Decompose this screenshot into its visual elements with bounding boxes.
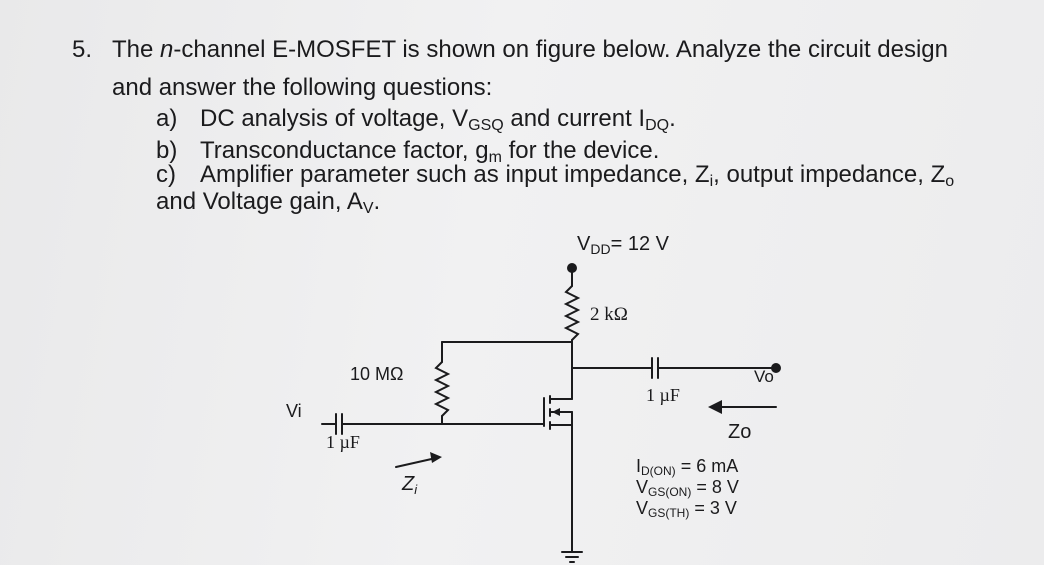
- vo-terminal: [771, 363, 781, 373]
- zi-arrow: [395, 457, 437, 468]
- question-item-c-line2: and Voltage gain, AV.: [156, 188, 381, 217]
- zo-label: Zo: [728, 421, 751, 443]
- vi-label: Vi: [286, 401, 302, 421]
- drain-resistor-label: 2 kΩ: [590, 304, 628, 325]
- question-intro: The n-channel E-MOSFET is shown on figur…: [112, 36, 948, 63]
- vo-label: Vo: [754, 367, 774, 386]
- question-intro-line2: and answer the following questions:: [112, 74, 493, 101]
- question-item-b: b)Transconductance factor, gm for the de…: [156, 137, 660, 166]
- output-capacitor-label: 1 µF: [646, 385, 680, 405]
- spec-vgs-on: VGS(ON) = 8 V: [636, 477, 739, 499]
- input-capacitor-label: 1 µF: [326, 432, 360, 452]
- spec-id-on: ID(ON) = 6 mA: [636, 456, 738, 478]
- vdd-label: VDD= 12 V: [577, 233, 670, 257]
- gate-resistor: [433, 361, 451, 417]
- question-number: 5.: [72, 36, 93, 63]
- question-item-a: a)DC analysis of voltage, VGSQ and curre…: [156, 105, 676, 134]
- gate-resistor-label: 10 MΩ: [350, 364, 403, 384]
- question-item-c: c)Amplifier parameter such as input impe…: [156, 161, 955, 190]
- spec-vgs-th: VGS(TH) = 3 V: [636, 498, 737, 520]
- mosfet-symbol: [543, 393, 573, 553]
- ground-symbol: [561, 551, 583, 563]
- drain-resistor: [563, 285, 581, 341]
- zi-label: Zi: [401, 473, 418, 497]
